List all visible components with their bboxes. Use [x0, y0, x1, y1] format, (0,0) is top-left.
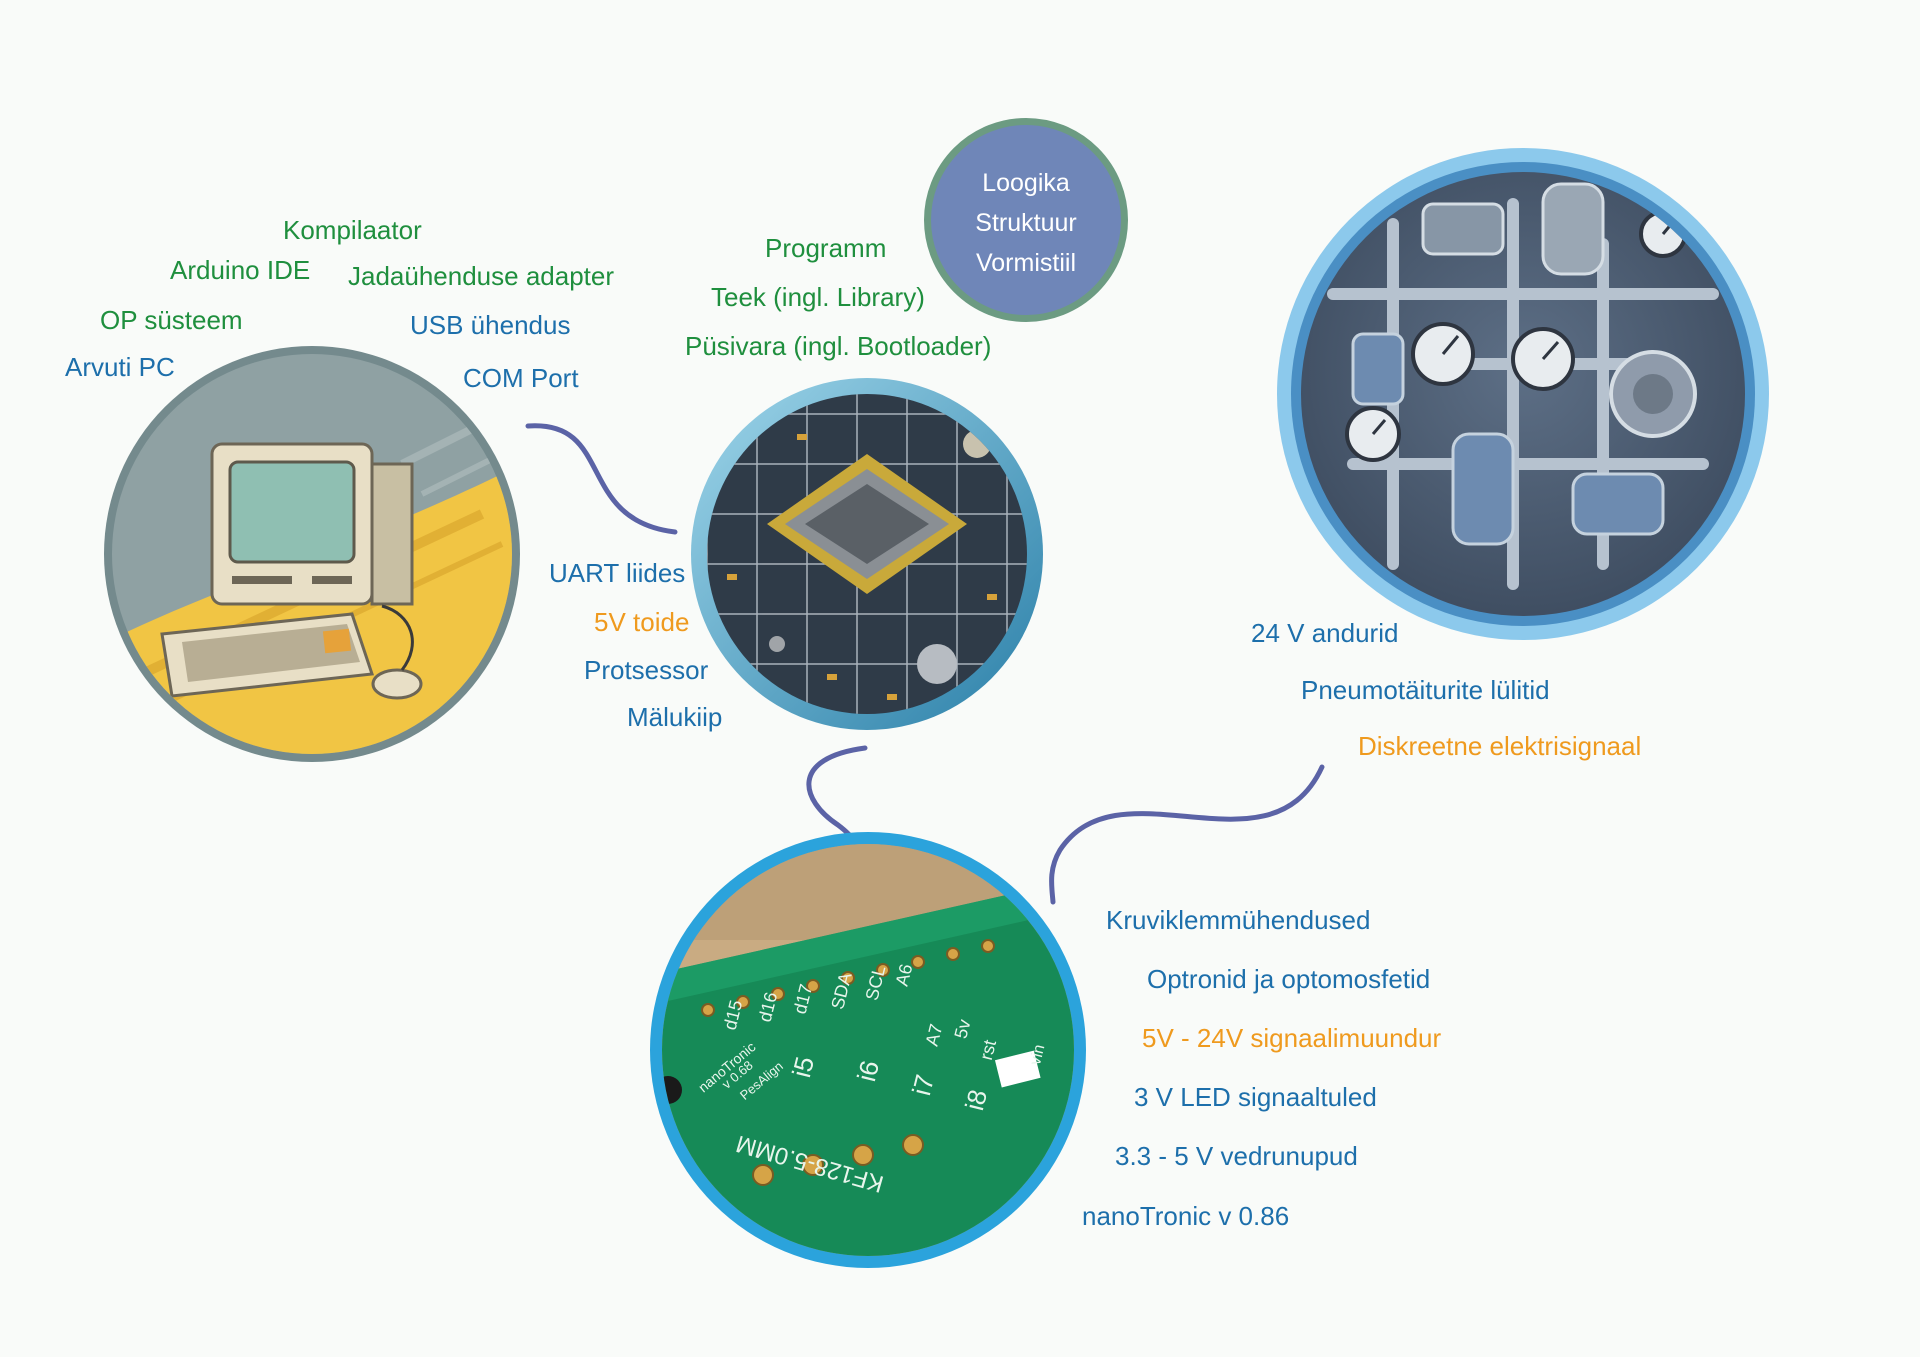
silkscreen-layer: nanoTronic v 0.68 PesAlign d15 d16 d17 S… — [648, 830, 1088, 1270]
badge-line-style: Vormistiil — [975, 249, 1076, 277]
label-com-port: COM Port — [463, 363, 579, 393]
label-board-version: nanoTronic v 0.86 — [1082, 1201, 1290, 1231]
silk-a7: A7 — [921, 1021, 947, 1049]
silk-scl: SCL — [861, 963, 890, 1003]
silk-i6: i6 — [851, 1057, 886, 1085]
silk-i7: i7 — [906, 1071, 941, 1099]
label-usb: USB ühendus — [410, 310, 571, 340]
pneumatics-illustration — [1277, 148, 1769, 640]
label-signal-converter: 5V - 24V signaalimuundur — [1142, 1023, 1442, 1053]
computer-illustration — [104, 346, 520, 762]
silk-d15: d15 — [719, 998, 747, 1032]
label-program: Programm — [765, 233, 887, 263]
principles-badge: Loogika Struktuur Vormistiil — [924, 118, 1128, 322]
silk-rst: rst — [975, 1037, 1001, 1063]
label-pneumatic-switches: Pneumotäiturite lülitid — [1301, 675, 1550, 705]
label-optocouplers: Optronid ja optomosfetid — [1147, 964, 1431, 994]
label-library: Teek (ingl. Library) — [711, 282, 925, 312]
silk-d17: d17 — [789, 982, 817, 1016]
silk-vin: vin — [1027, 1042, 1049, 1067]
label-memory-chip: Mälukiip — [627, 702, 723, 732]
label-os: OP süsteem — [100, 305, 243, 335]
label-serial-adapter: Jadaühenduse adapter — [348, 261, 615, 291]
silk-a6: A6 — [891, 961, 917, 989]
label-pc: Arvuti PC — [65, 352, 175, 382]
silk-d16: d16 — [754, 990, 782, 1024]
badge-line-logic: Loogika — [982, 169, 1070, 197]
label-bootloader: Püsivara (ingl. Bootloader) — [685, 331, 992, 361]
label-compiler: Kompilaator — [283, 215, 422, 245]
silk-terminal: KF128-5.0MM — [733, 1129, 887, 1198]
processor-illustration — [691, 378, 1043, 730]
board-illustration — [650, 832, 1086, 1268]
connector-computer-chip — [525, 423, 678, 535]
label-screw-terminals: Kruviklemmühendused — [1106, 905, 1371, 935]
silk-i8: i8 — [959, 1086, 994, 1114]
label-led-lights: 3 V LED signaaltuled — [1134, 1082, 1377, 1112]
label-processor: Protsessor — [584, 655, 709, 685]
connector-machine-board — [1049, 764, 1325, 905]
label-arduino-ide: Arduino IDE — [170, 255, 311, 285]
silk-i5: i5 — [786, 1053, 821, 1081]
badge-line-structure: Struktuur — [975, 209, 1077, 237]
label-24v-sensors: 24 V andurid — [1251, 618, 1399, 648]
silk-sda: SDA — [827, 970, 856, 1012]
label-uart: UART liides — [549, 558, 686, 588]
label-discrete-signal: Diskreetne elektrisignaal — [1358, 731, 1642, 761]
label-spring-buttons: 3.3 - 5 V vedrunupud — [1115, 1141, 1358, 1171]
label-5v-power: 5V toide — [594, 607, 690, 637]
